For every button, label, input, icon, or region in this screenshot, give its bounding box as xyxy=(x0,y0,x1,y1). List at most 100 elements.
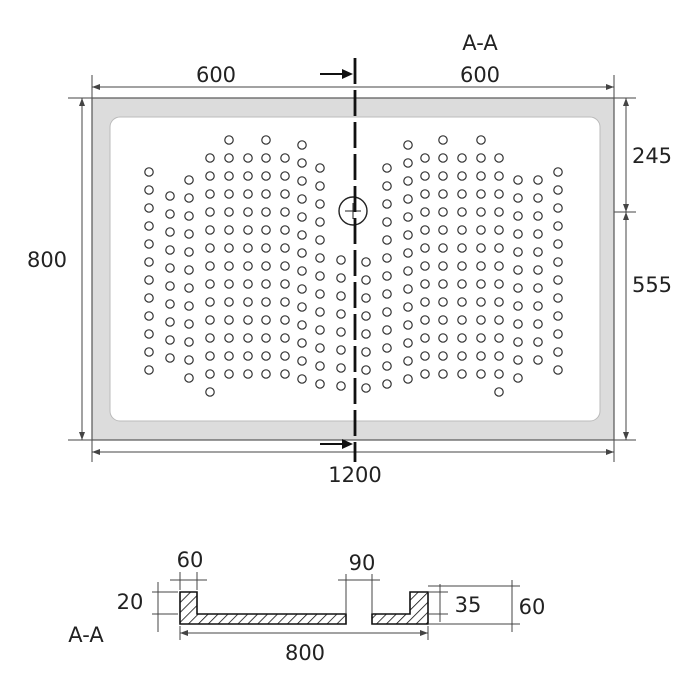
anti-slip-dot xyxy=(280,315,290,325)
anti-slip-dot xyxy=(533,301,543,311)
anti-slip-dot xyxy=(315,289,325,299)
anti-slip-dot xyxy=(494,297,504,307)
anti-slip-dot xyxy=(224,351,234,361)
anti-slip-dot xyxy=(243,297,253,307)
anti-slip-dot xyxy=(243,207,253,217)
anti-slip-dot xyxy=(261,135,271,145)
anti-slip-dot xyxy=(144,365,154,375)
anti-slip-dot xyxy=(297,284,307,294)
anti-slip-dot xyxy=(144,239,154,249)
anti-slip-dot xyxy=(438,369,448,379)
anti-slip-dot xyxy=(494,261,504,271)
anti-slip-dot xyxy=(403,176,413,186)
anti-slip-dot xyxy=(494,207,504,217)
anti-slip-dot xyxy=(261,351,271,361)
bottom-dimension xyxy=(91,440,615,462)
anti-slip-dot xyxy=(165,191,175,201)
section-view: 60 90 20 35 60 800 A-A xyxy=(68,548,545,665)
anti-slip-dot xyxy=(205,171,215,181)
anti-slip-dot xyxy=(243,351,253,361)
anti-slip-dot xyxy=(261,153,271,163)
anti-slip-dot xyxy=(513,283,523,293)
anti-slip-dot xyxy=(382,163,392,173)
anti-slip-dot xyxy=(205,297,215,307)
anti-slip-dot xyxy=(476,135,486,145)
anti-slip-dot xyxy=(476,171,486,181)
anti-slip-dot xyxy=(476,225,486,235)
anti-slip-dot xyxy=(420,243,430,253)
anti-slip-dot xyxy=(476,207,486,217)
anti-slip-dot xyxy=(457,243,467,253)
anti-slip-dot xyxy=(205,333,215,343)
anti-slip-dot xyxy=(494,189,504,199)
anti-slip-dot xyxy=(280,351,290,361)
anti-slip-dot xyxy=(438,261,448,271)
anti-slip-dot xyxy=(205,387,215,397)
anti-slip-dot xyxy=(243,279,253,289)
anti-slip-dot xyxy=(165,281,175,291)
anti-slip-dot xyxy=(224,369,234,379)
anti-slip-dot xyxy=(205,153,215,163)
anti-slip-dot xyxy=(513,319,523,329)
anti-slip-dot xyxy=(261,297,271,307)
anti-slip-dot xyxy=(457,297,467,307)
anti-slip-dot xyxy=(280,171,290,181)
anti-slip-dot xyxy=(261,243,271,253)
anti-slip-dot xyxy=(382,271,392,281)
anti-slip-dot xyxy=(224,297,234,307)
anti-slip-dot xyxy=(403,266,413,276)
anti-slip-dot xyxy=(336,381,346,391)
anti-slip-dot xyxy=(144,311,154,321)
anti-slip-dot xyxy=(476,351,486,361)
anti-slip-dot xyxy=(420,225,430,235)
anti-slip-dot xyxy=(403,284,413,294)
anti-slip-dot xyxy=(361,293,371,303)
anti-slip-dot xyxy=(315,235,325,245)
anti-slip-dot xyxy=(553,275,563,285)
anti-slip-dot xyxy=(315,361,325,371)
anti-slip-dot xyxy=(184,229,194,239)
anti-slip-dot xyxy=(476,333,486,343)
anti-slip-dot xyxy=(315,253,325,263)
anti-slip-dot xyxy=(513,193,523,203)
anti-slip-dot xyxy=(224,333,234,343)
anti-slip-dot xyxy=(403,194,413,204)
anti-slip-dot xyxy=(553,329,563,339)
anti-slip-dot xyxy=(513,175,523,185)
anti-slip-dot xyxy=(280,153,290,163)
anti-slip-dot xyxy=(420,351,430,361)
anti-slip-dot xyxy=(336,291,346,301)
anti-slip-dot xyxy=(184,175,194,185)
anti-slip-dot xyxy=(205,351,215,361)
anti-slip-dot xyxy=(336,327,346,337)
section-arrow-top xyxy=(320,69,353,79)
anti-slip-dot xyxy=(361,365,371,375)
anti-slip-dot xyxy=(361,347,371,357)
anti-slip-dot xyxy=(315,163,325,173)
anti-slip-dot xyxy=(513,211,523,221)
anti-slip-dot xyxy=(382,289,392,299)
dim-total-width: 1200 xyxy=(328,463,381,487)
anti-slip-dot xyxy=(403,356,413,366)
anti-slip-dot xyxy=(457,207,467,217)
anti-slip-dot xyxy=(533,193,543,203)
anti-slip-dot xyxy=(533,247,543,257)
anti-slip-dot xyxy=(553,257,563,267)
anti-slip-dot xyxy=(184,337,194,347)
anti-slip-dot xyxy=(297,176,307,186)
anti-slip-dot xyxy=(457,171,467,181)
anti-slip-dot xyxy=(165,335,175,345)
anti-slip-dot xyxy=(144,329,154,339)
anti-slip-dot xyxy=(361,311,371,321)
anti-slip-dot xyxy=(382,307,392,317)
anti-slip-dot xyxy=(297,320,307,330)
anti-slip-dot xyxy=(403,140,413,150)
anti-slip-dot xyxy=(261,189,271,199)
anti-slip-dot xyxy=(336,309,346,319)
anti-slip-dot xyxy=(144,167,154,177)
anti-slip-dot xyxy=(494,369,504,379)
anti-slip-dot xyxy=(438,153,448,163)
anti-slip-dot xyxy=(438,207,448,217)
dim-step-height: 35 xyxy=(455,593,482,617)
